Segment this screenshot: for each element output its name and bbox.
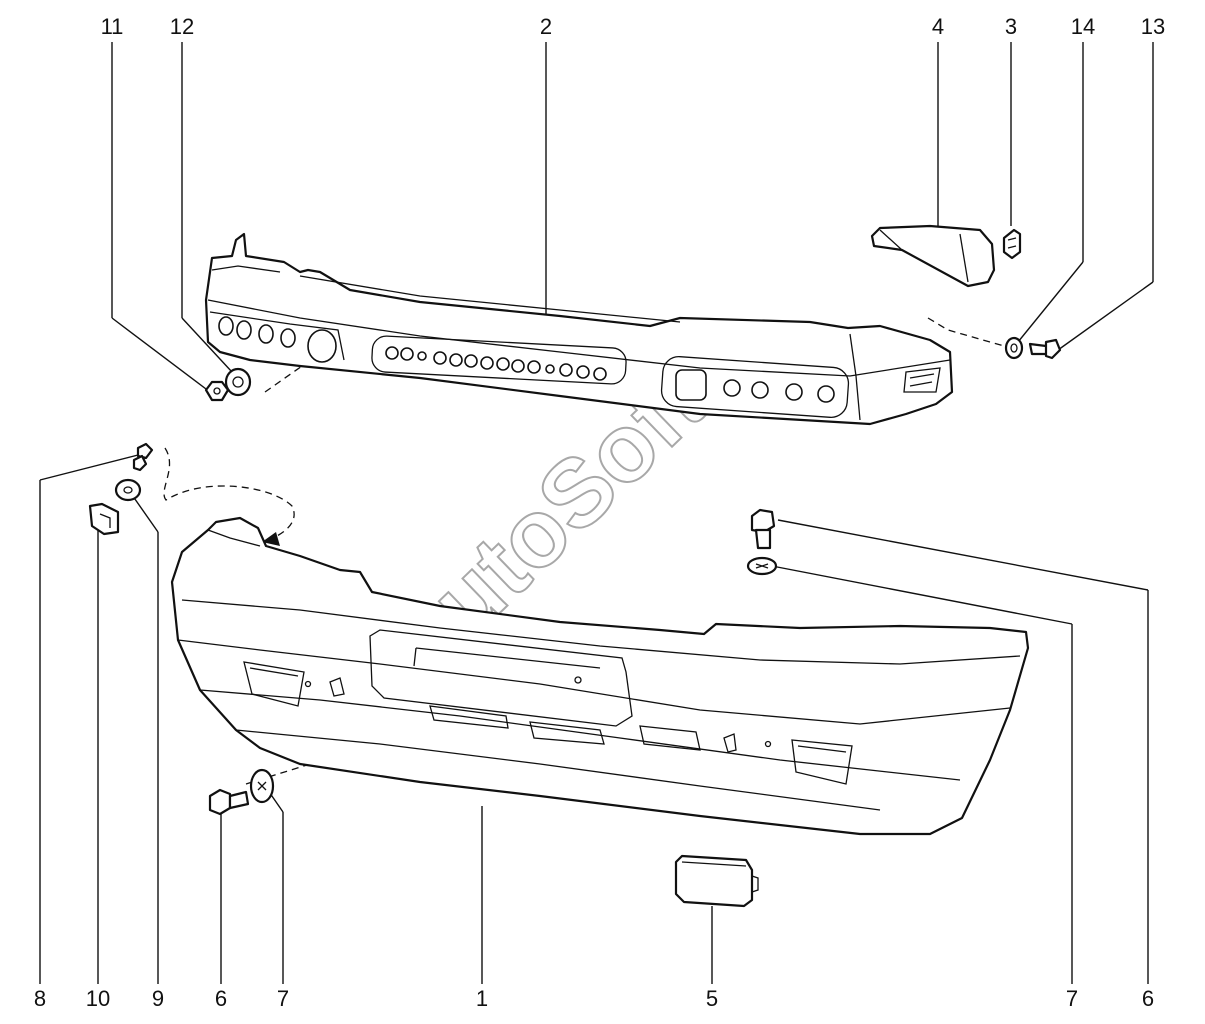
bumper-cover [170, 516, 1030, 836]
callout-9: 9 [152, 986, 164, 1011]
callout-6-right: 6 [1142, 986, 1154, 1011]
callout-14: 14 [1071, 14, 1095, 39]
clip [1002, 228, 1022, 260]
nut-11 [204, 380, 230, 402]
callout-11: 11 [101, 14, 124, 39]
callout-10: 10 [86, 986, 110, 1011]
top-callouts: 11 12 2 4 3 14 13 [101, 14, 1166, 39]
bottom-callouts: 8 10 9 6 7 1 5 7 6 [34, 986, 1154, 1011]
bracket [870, 224, 996, 288]
bolt-6-left [208, 788, 250, 816]
washer-12 [224, 367, 252, 397]
callout-8: 8 [34, 986, 46, 1011]
beam-holes-left [218, 316, 337, 363]
washer-7-right [746, 556, 778, 576]
leader-lines [39, 42, 1154, 984]
callout-5: 5 [706, 986, 718, 1011]
screw-8 [132, 442, 154, 472]
callout-4: 4 [932, 14, 944, 39]
clip-nut-10 [88, 502, 120, 536]
tow-hook-cover [674, 854, 759, 908]
beam-holes-right [675, 369, 835, 403]
callout-13: 13 [1141, 14, 1165, 39]
beam-holes-center [385, 346, 607, 381]
callout-3: 3 [1005, 14, 1017, 39]
bolt-6-right [750, 508, 776, 550]
bolt-13 [1028, 338, 1062, 360]
washer-14 [1004, 336, 1024, 360]
callout-1: 1 [476, 986, 488, 1011]
callout-7-right: 7 [1066, 986, 1078, 1011]
callout-6-left: 6 [215, 986, 227, 1011]
callout-2: 2 [540, 14, 552, 39]
callout-12: 12 [170, 14, 194, 39]
callout-7-left: 7 [277, 986, 289, 1011]
washer-7-left [249, 768, 275, 804]
washer-9 [114, 478, 142, 502]
bumper-reinforcement-beam [204, 232, 954, 426]
